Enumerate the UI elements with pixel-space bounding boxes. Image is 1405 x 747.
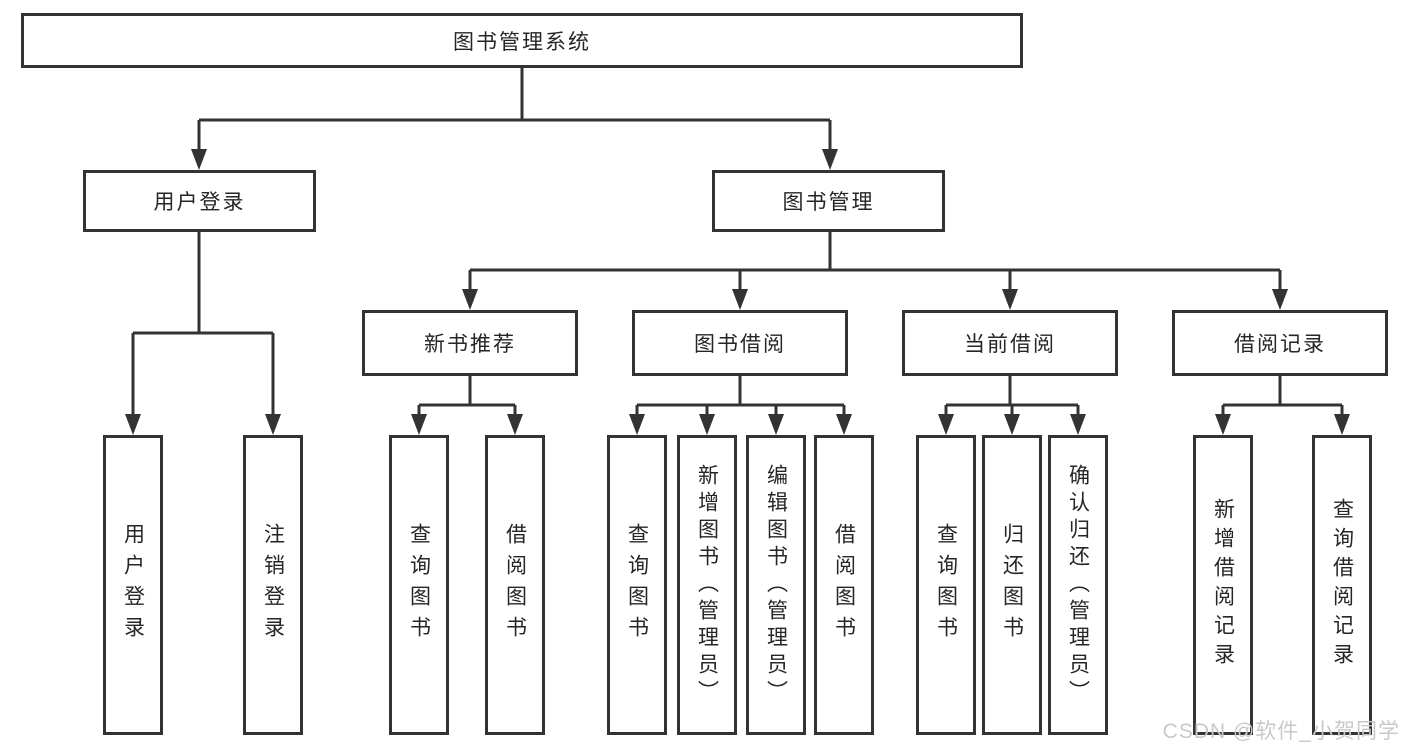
leaf-bb-query-books: 查询图书: [607, 435, 667, 735]
leaf-label: 查询图书: [407, 523, 431, 647]
leaf-label: 新增图书（管理员）: [695, 463, 719, 707]
node-label: 当前借阅: [964, 333, 1056, 356]
tree-edges: [131, 68, 1344, 417]
leaf-cb-return-books: 归还图书: [982, 435, 1042, 735]
leaf-cb-confirm-return-admin: 确认归还（管理员）: [1048, 435, 1108, 735]
csdn-watermark: CSDN @软件_小贺同学: [1162, 720, 1400, 743]
leaf-nb-query-books: 查询图书: [389, 435, 449, 735]
leaf-label: 编辑图书（管理员）: [764, 463, 788, 707]
node-label: 新书推荐: [424, 333, 516, 356]
leaf-label: 归还图书: [1000, 523, 1024, 647]
leaf-label: 用户登录: [121, 523, 145, 647]
node-new-book-recommend: 新书推荐: [362, 310, 578, 376]
node-user-login: 用户登录: [83, 170, 316, 232]
leaf-nb-borrow-books: 借阅图书: [485, 435, 545, 735]
node-book-borrowing: 图书借阅: [632, 310, 848, 376]
leaf-user-login: 用户登录: [103, 435, 163, 735]
leaf-logout: 注销登录: [243, 435, 303, 735]
leaf-label: 新增借阅记录: [1211, 498, 1235, 672]
node-label: 图书管理系统: [453, 30, 591, 54]
leaf-br-add-record: 新增借阅记录: [1193, 435, 1253, 735]
leaf-label: 查询借阅记录: [1330, 498, 1354, 672]
leaf-label: 借阅图书: [503, 523, 527, 647]
node-label: 用户登录: [153, 191, 246, 214]
node-borrowing-records: 借阅记录: [1172, 310, 1388, 376]
leaf-cb-query-books: 查询图书: [916, 435, 976, 735]
node-book-management: 图书管理: [712, 170, 945, 232]
arrowhead-icons: [125, 149, 1350, 435]
leaf-label: 借阅图书: [832, 523, 856, 647]
node-current-borrowing: 当前借阅: [902, 310, 1118, 376]
leaf-bb-borrow-books: 借阅图书: [814, 435, 874, 735]
leaf-bb-add-books-admin: 新增图书（管理员）: [677, 435, 737, 735]
node-label: 图书借阅: [694, 333, 786, 356]
node-label: 图书管理: [782, 191, 875, 214]
leaf-label: 确认归还（管理员）: [1066, 463, 1090, 707]
leaf-bb-edit-books-admin: 编辑图书（管理员）: [746, 435, 806, 735]
node-library-management-system: 图书管理系统: [21, 13, 1023, 68]
leaf-label: 查询图书: [625, 523, 649, 647]
node-label: 借阅记录: [1234, 333, 1326, 356]
leaf-label: 注销登录: [261, 523, 285, 647]
leaf-br-query-record: 查询借阅记录: [1312, 435, 1372, 735]
leaf-label: 查询图书: [934, 523, 958, 647]
